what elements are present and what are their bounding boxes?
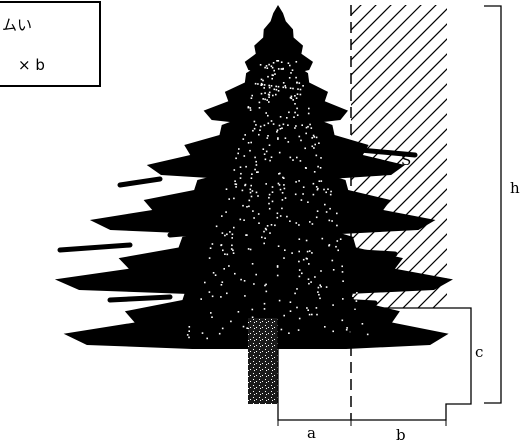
formula-box: ムい × b: [0, 1, 101, 87]
formula-line-2: × b: [18, 56, 45, 74]
label-s: S: [401, 151, 411, 169]
formula-line-1: ムい: [2, 16, 32, 34]
label-b: b: [396, 426, 406, 444]
height-bracket: [484, 5, 502, 404]
label-c: c: [475, 343, 483, 361]
label-a: a: [307, 424, 316, 442]
width-dimension: [277, 420, 447, 426]
tree-silhouette: [54, 5, 453, 349]
label-h: h: [510, 179, 520, 197]
tree-trunk: [248, 318, 278, 404]
